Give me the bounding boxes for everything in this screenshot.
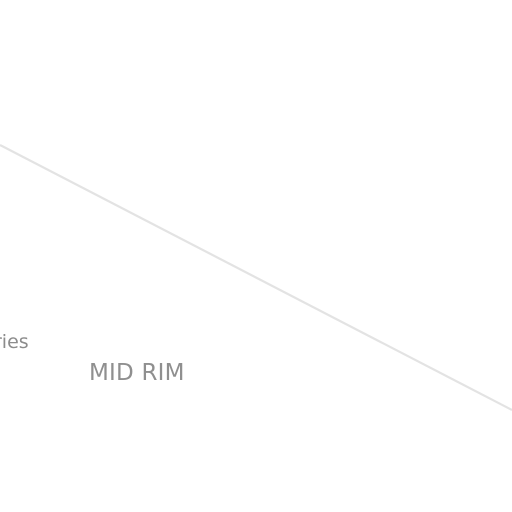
road-line — [0, 144, 512, 411]
map-label-partial: ries — [0, 331, 29, 353]
map-label-mid-rim: MID RIM — [89, 360, 185, 386]
